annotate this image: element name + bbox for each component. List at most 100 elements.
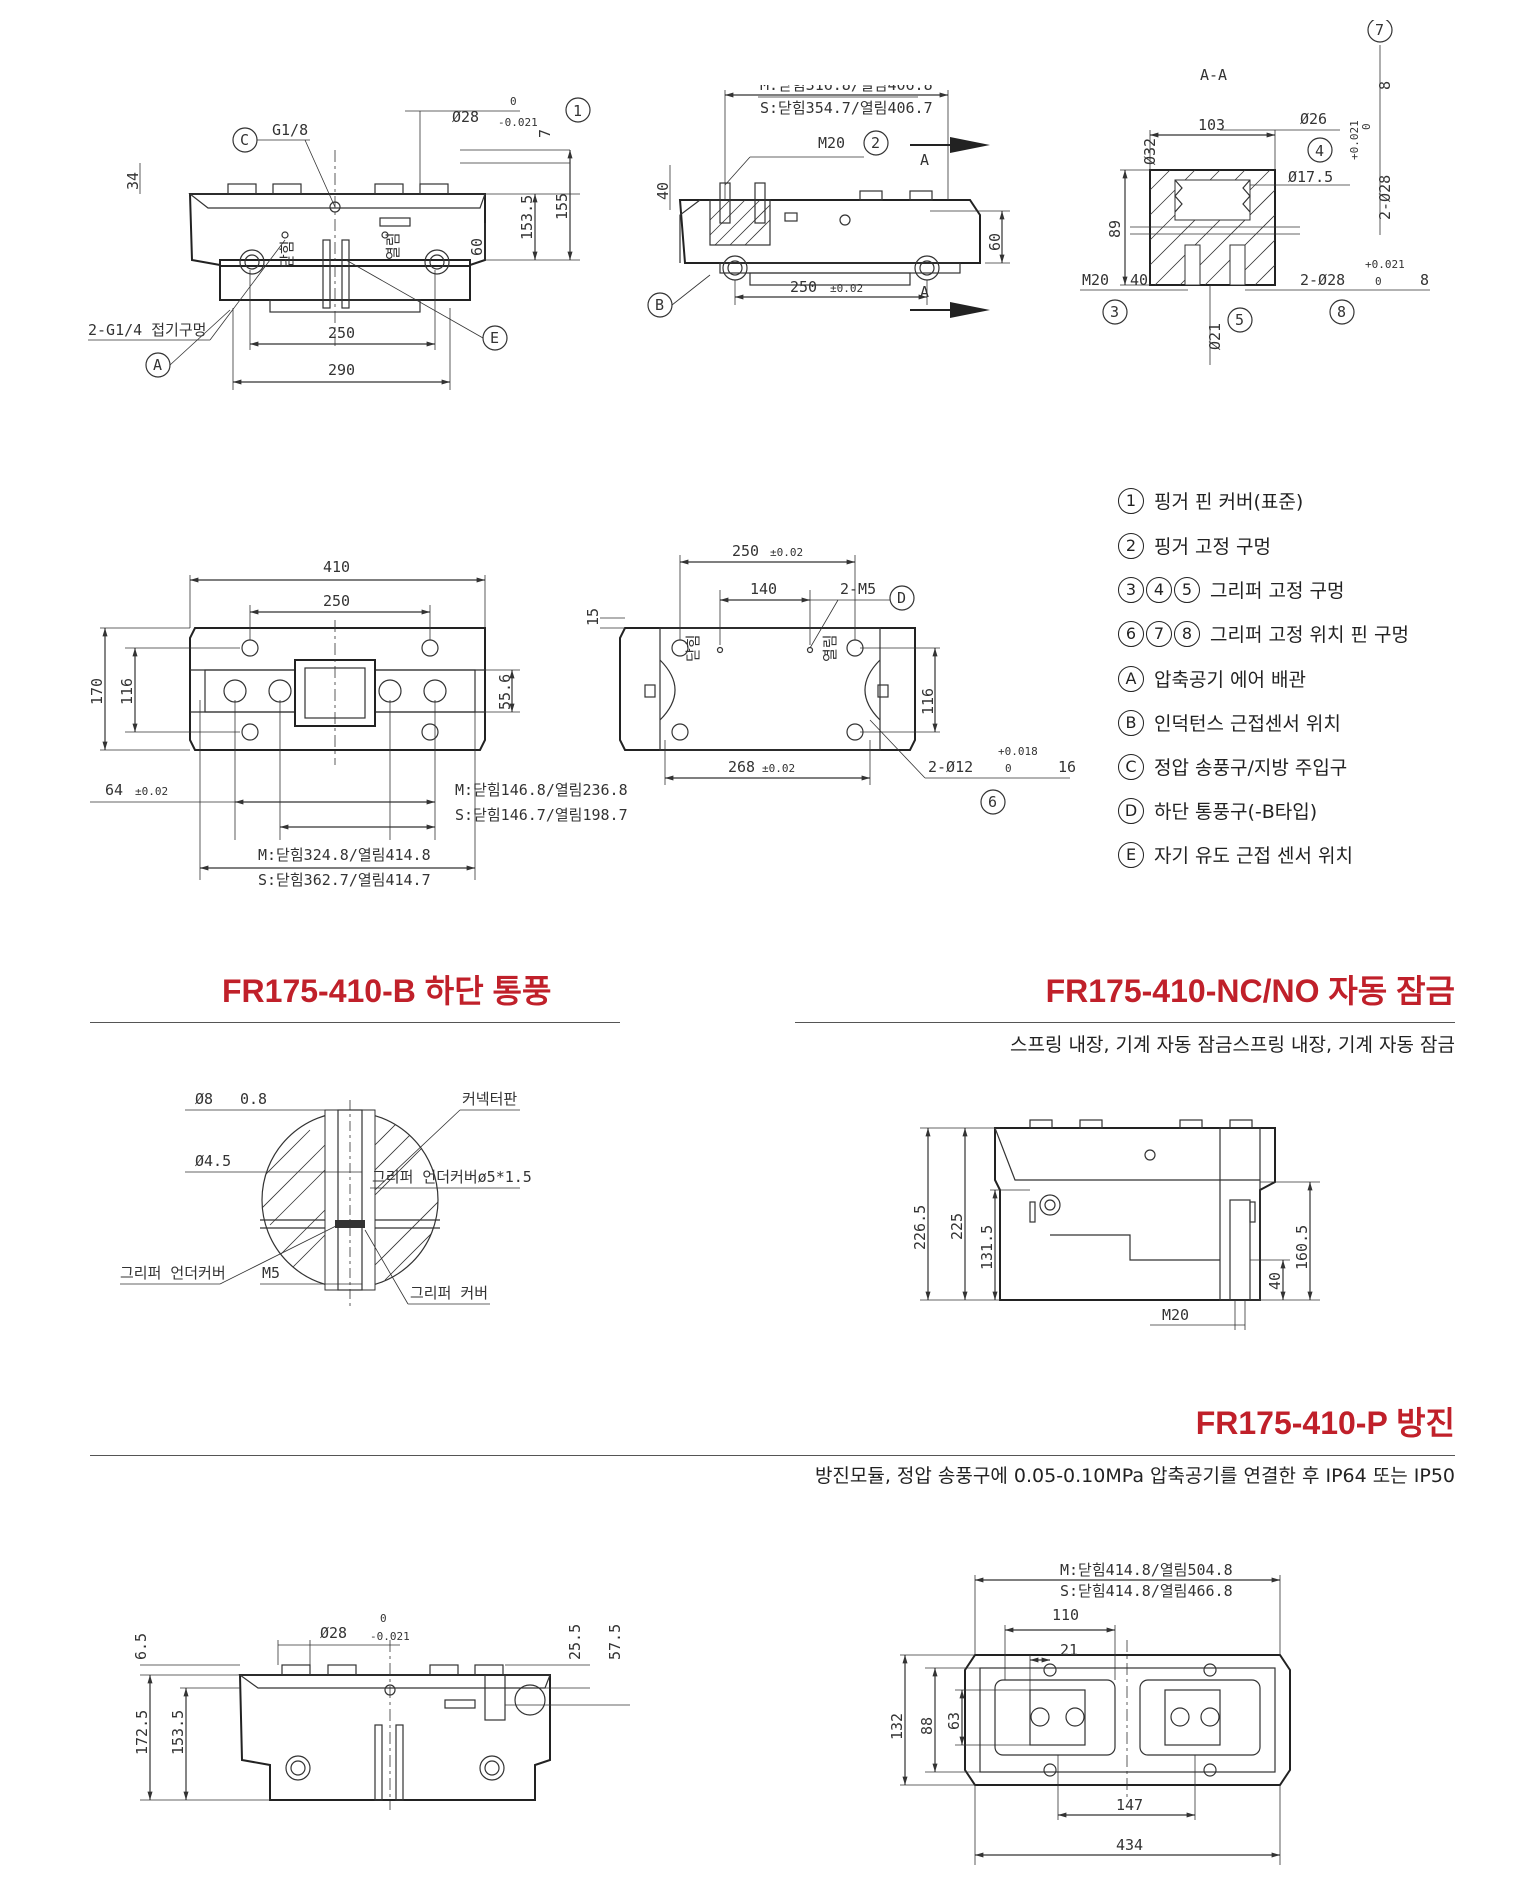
legend-mark: 2: [1118, 532, 1144, 559]
legend-text: 그리퍼 고정 위치 핀 구멍: [1210, 624, 1409, 646]
pt-s: S:닫힘414.8/열림466.8: [1060, 1582, 1233, 1600]
legend-text: 압축공기 에어 배관: [1154, 669, 1306, 691]
dim-d32: Ø32: [1141, 138, 1159, 165]
legend-item: B 인덕턴스 근접센서 위치: [1118, 709, 1341, 736]
label-m2: M:닫힘324.8/열림414.8: [258, 846, 431, 864]
p-front-drawing: 6.5 172.5 153.5 Ø28 0 -0.021 25.5 57.5: [132, 1612, 630, 1810]
nc-view-drawing: 226.5 225 131.5 160.5 40 M20: [911, 1119, 1320, 1330]
section-subtitle-p: 방진모듈, 정압 송풍구에 0.05-0.10MPa 압축공기를 연결한 후 I…: [814, 1465, 1455, 1487]
dim-34: 34: [124, 172, 142, 190]
top-view-drawing: 410 250 170 116 55.6 64 ±0.02 M:닫힘146.8/…: [88, 558, 628, 889]
pt-434: 434: [1116, 1836, 1143, 1854]
dim-60: 60: [986, 233, 1004, 251]
label-s2: S:닫힘362.7/열림414.7: [258, 871, 431, 889]
legend-mark: 5: [1174, 576, 1200, 603]
legend-mark: 7: [1146, 620, 1172, 647]
svg-text:B: B: [655, 296, 664, 314]
legend-text: 핑거 핀 커버(표준): [1154, 491, 1304, 513]
sec-tz: 0: [1360, 123, 1373, 130]
svg-text:8: 8: [1337, 303, 1346, 321]
section-title-nc: FR175-410-NC/NO 자동 잠금: [1045, 973, 1455, 1009]
label-m: M:닫힘316.8/열림406.8: [760, 85, 933, 94]
label-m20: M20: [818, 134, 845, 152]
svg-text:C: C: [240, 131, 249, 149]
top-tol: ±0.02: [135, 785, 168, 798]
bot-tp: +0.018: [998, 745, 1038, 758]
legend-mark: B: [1118, 709, 1144, 736]
svg-text:E: E: [490, 329, 499, 347]
pf-575: 57.5: [606, 1624, 624, 1660]
sec-tp: +0.021: [1348, 120, 1361, 160]
dim-103: 103: [1198, 116, 1225, 134]
side-view-drawing: M:닫힘316.8/열림406.8 S:닫힘354.7/열림406.7 M20 …: [647, 85, 1010, 318]
dim-250: 250: [323, 592, 350, 610]
label-close: 닫힘: [278, 240, 296, 268]
legend-mark: E: [1118, 841, 1144, 868]
dim-250: 250: [328, 324, 355, 342]
svg-text:7: 7: [1375, 21, 1384, 39]
legend-item: 1 핑거 핀 커버(표준): [1118, 487, 1303, 514]
pt-63: 63: [945, 1712, 963, 1730]
legend-text: 인덕턴스 근접센서 위치: [1154, 713, 1341, 735]
bot-tol: ±0.02: [770, 546, 803, 559]
label-m5: 2-M5: [840, 580, 876, 598]
pf-65: 6.5: [132, 1633, 150, 1660]
pf-1535: 153.5: [169, 1710, 187, 1755]
pt-88: 88: [918, 1717, 936, 1735]
svg-text:3: 3: [1110, 303, 1119, 321]
legend-mark: 1: [1118, 487, 1144, 514]
detail-drawing: Ø8 0.8 Ø4.5 커넥터판 그리퍼 언더커버ø5*1.5 그리퍼 언더커버…: [120, 1090, 532, 1310]
svg-text:5: 5: [1235, 311, 1244, 329]
pf-tn: -0.021: [370, 1630, 410, 1643]
dim-556: 55.6: [496, 674, 514, 710]
legend-mark: 3: [1118, 576, 1144, 603]
tol-dn: -0.021: [498, 116, 538, 129]
dim-153: 153.5: [518, 195, 536, 240]
bot-tz: 0: [1005, 762, 1012, 775]
dim-v16: 16: [1058, 758, 1076, 776]
section-a-top: A: [920, 151, 929, 169]
section-a-bottom: A: [920, 283, 929, 301]
nc-m20: M20: [1162, 1306, 1189, 1324]
svg-text:4: 4: [1315, 142, 1324, 160]
dim-d28: Ø28: [452, 108, 479, 126]
legend-item: A 압축공기 에어 배관: [1118, 665, 1306, 692]
pt-147: 147: [1116, 1796, 1143, 1814]
legend-mark: A: [1118, 665, 1144, 692]
pf-255: 25.5: [566, 1624, 584, 1660]
tol: ±0.02: [830, 282, 863, 295]
dim-2d28: 2-Ø28: [1376, 175, 1394, 220]
pt-m: M:닫힘414.8/열림504.8: [1060, 1561, 1233, 1579]
legend-text: 자기 유도 근접 센서 위치: [1154, 845, 1353, 867]
pf-tz: 0: [380, 1612, 387, 1625]
dim-155: 155: [553, 193, 571, 220]
det-cover: 그리퍼 커버: [410, 1284, 488, 1302]
dim-116: 116: [118, 678, 136, 705]
det-d8: Ø8: [195, 1090, 213, 1108]
section-subtitle-nc: 스프링 내장, 기계 자동 잠금스프링 내장, 기계 자동 잠금: [1010, 1034, 1455, 1056]
det-under-cover: 그리퍼 언더커버ø5*1.5: [372, 1168, 532, 1186]
dim-250: 250: [790, 278, 817, 296]
dim-64: 64: [105, 781, 123, 799]
dim-40: 40: [654, 182, 672, 200]
dim-268: 268: [728, 758, 755, 776]
det-plate: 커넥터판: [462, 1090, 517, 1108]
pf-d28: Ø28: [320, 1624, 347, 1642]
legend-mark: 6: [1118, 620, 1144, 647]
bot-tol2: ±0.02: [762, 762, 795, 775]
label-s1: S:닫힘146.7/열림198.7: [455, 806, 628, 824]
dim-15: 15: [584, 608, 602, 626]
label-m20: M20: [1082, 271, 1109, 289]
dim-170: 170: [88, 678, 106, 705]
pt-132: 132: [888, 1713, 906, 1740]
section-rule-b: [90, 1022, 620, 1023]
dim-140: 140: [750, 580, 777, 598]
sec-tz2: 0: [1375, 275, 1382, 288]
dim-v8b: 8: [1420, 271, 1429, 289]
tol-up: 0: [510, 95, 517, 108]
label-d12: 2-Ø12: [928, 758, 973, 776]
legend-mark: 4: [1146, 576, 1172, 603]
det-v08: 0.8: [240, 1090, 267, 1108]
